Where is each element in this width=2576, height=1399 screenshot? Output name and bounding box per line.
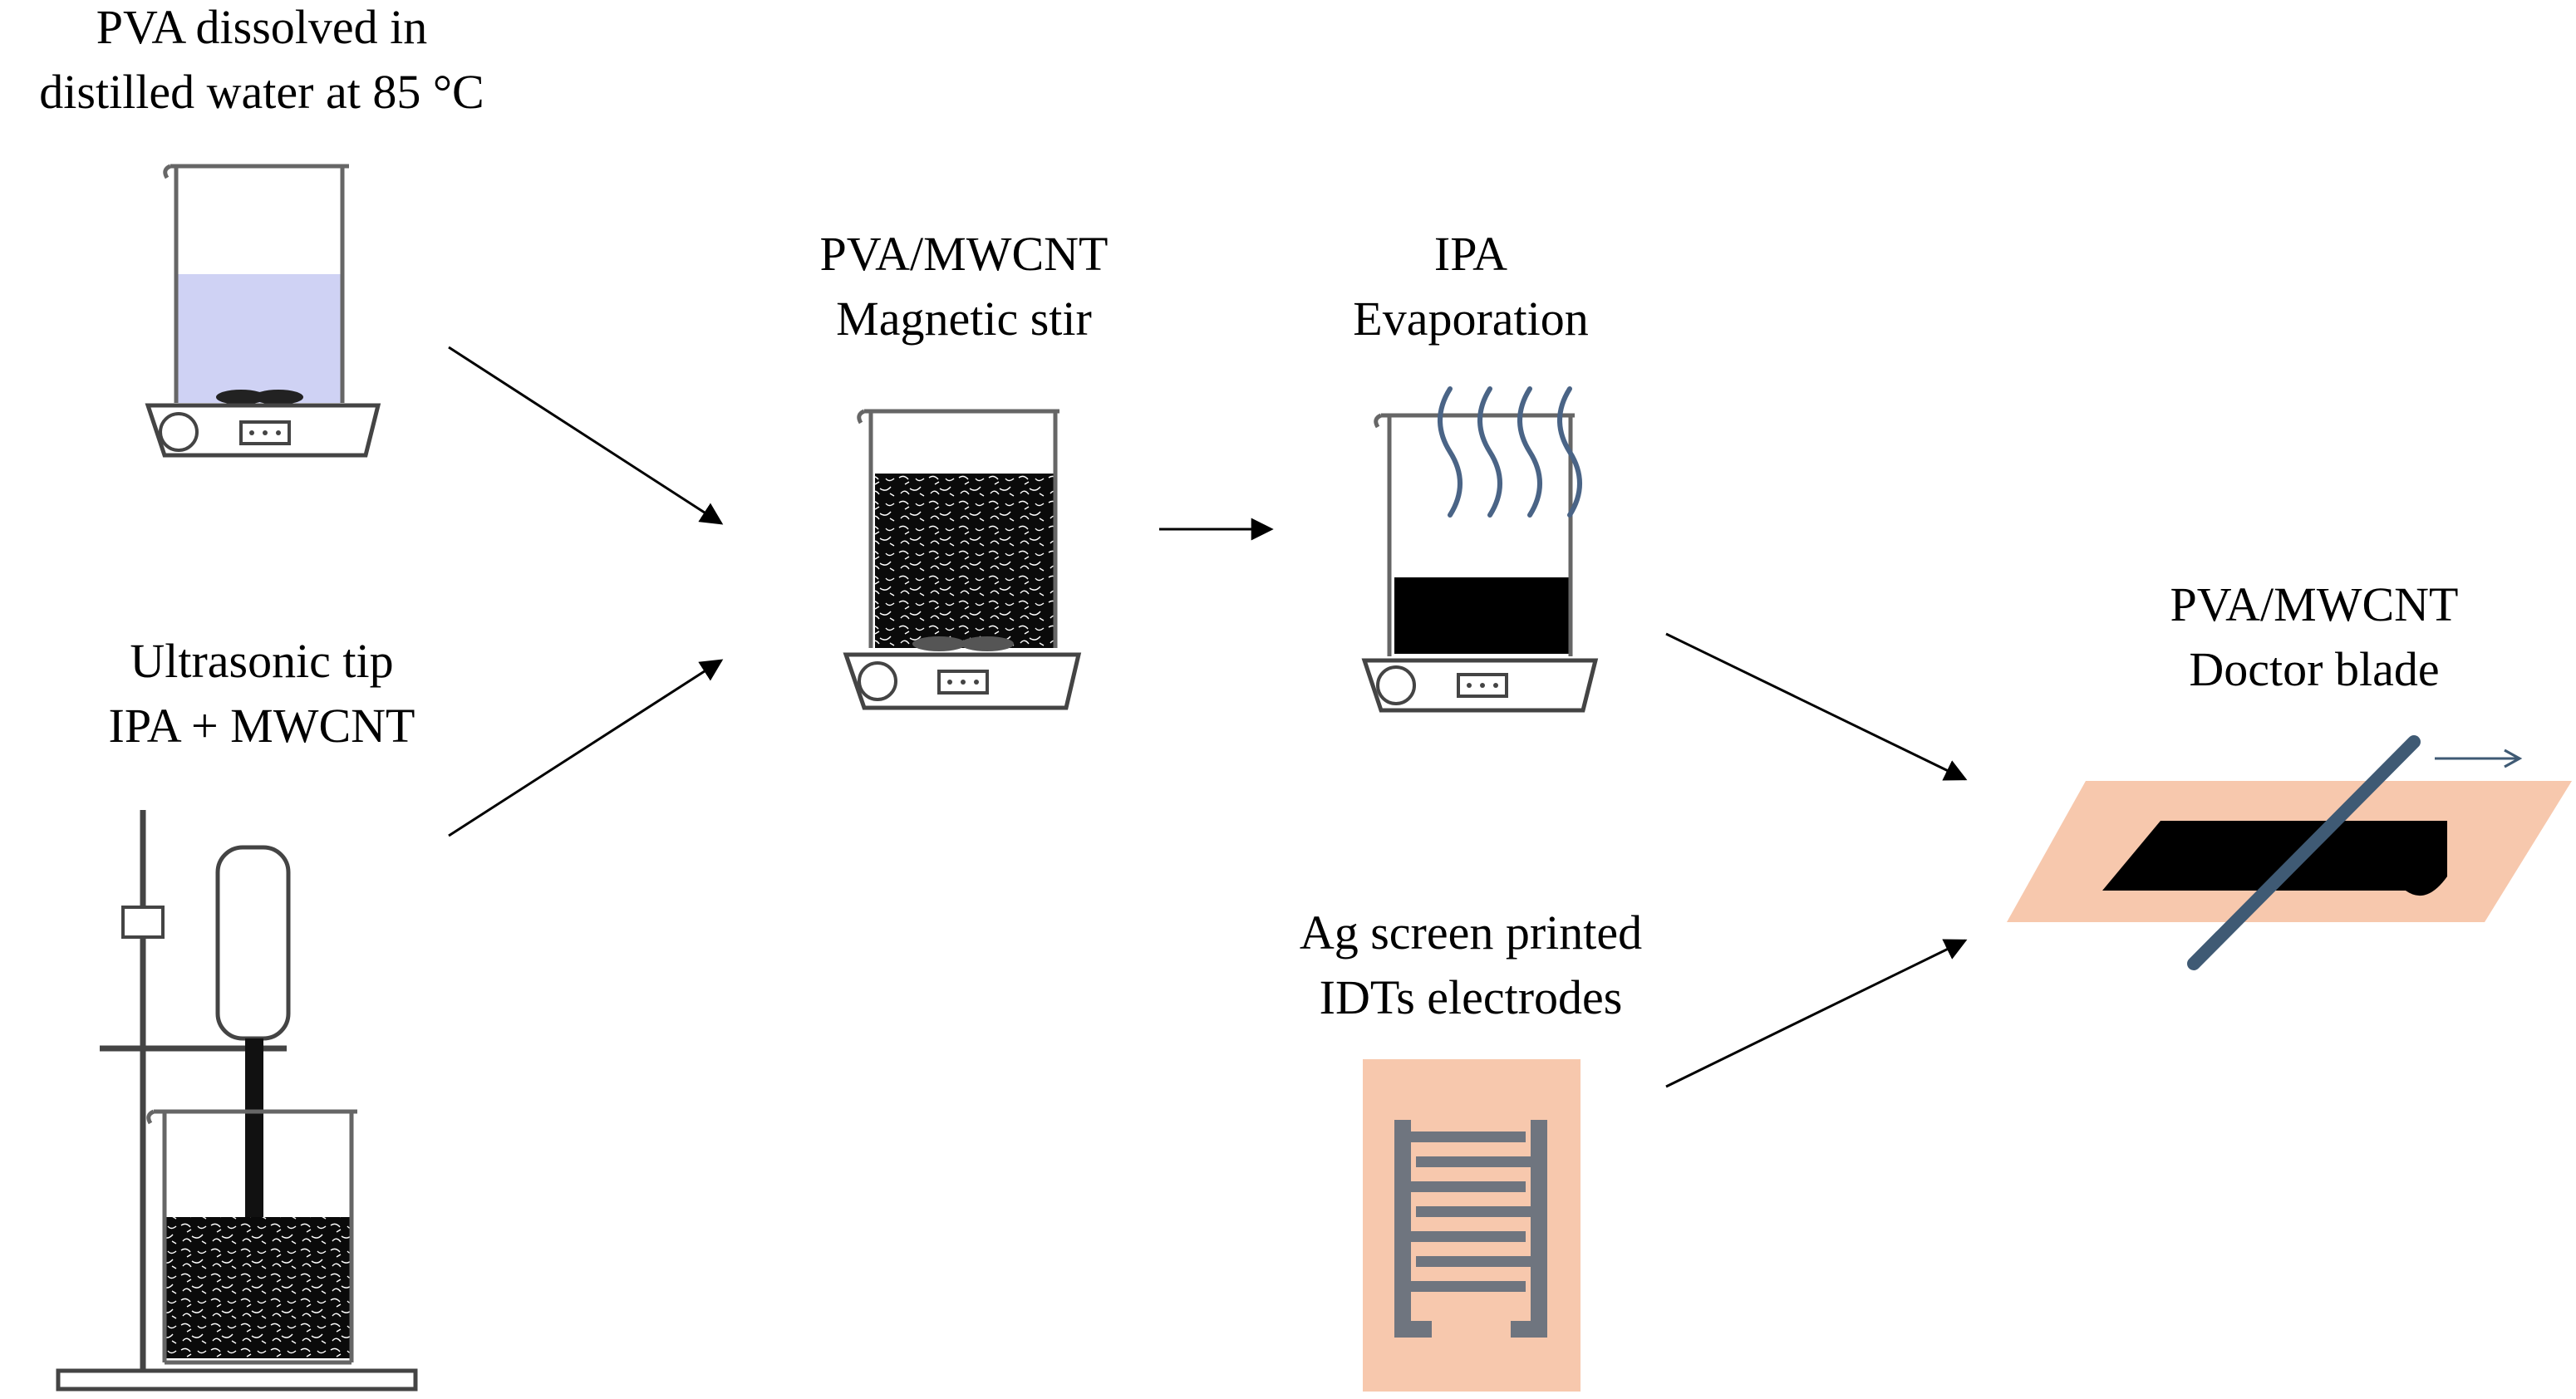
- beaker-outline: [857, 409, 1059, 648]
- label-electrodes-line1: Ag screen printed: [1300, 906, 1642, 960]
- ultrasonic-setup: [56, 810, 418, 1392]
- stir-bar: [216, 390, 266, 405]
- label-ultrasonic-tip: Ultrasonic tip IPA + MWCNT: [109, 634, 415, 753]
- clamp: [121, 906, 165, 939]
- label-magnetic-stir-line2: Magnetic stir: [836, 292, 1092, 346]
- label-doctor-blade-line1: PVA/MWCNT: [2170, 577, 2459, 631]
- label-doctor-blade: PVA/MWCNT Doctor blade: [2170, 577, 2459, 696]
- blade: [2187, 735, 2421, 970]
- coated-film: [2102, 821, 2447, 896]
- stand-base: [56, 1368, 418, 1392]
- label-pva-dissolved-line2: distilled water at 85 °C: [39, 65, 484, 119]
- label-pva-dissolved-line1: PVA dissolved in: [96, 0, 428, 54]
- sonicator-body: [215, 845, 291, 1041]
- label-magnetic-stir: PVA/MWCNT Magnetic stir: [820, 227, 1109, 346]
- hotplate-knob: [858, 661, 897, 701]
- vapor-lines: [1438, 386, 1582, 518]
- pva-mwcnt-mixture: [875, 474, 1054, 648]
- flow-arrows: [448, 346, 1968, 1088]
- doctor-blade-assembly: [2007, 735, 2572, 970]
- stir-bar: [961, 636, 1014, 651]
- arrow-electrodes-to-blade: [1665, 939, 1968, 1088]
- evaporated-mixture: [1394, 577, 1569, 654]
- stir-bar: [253, 390, 303, 405]
- hotplate-knob: [159, 412, 199, 452]
- magnetic-stir-beaker: [843, 409, 1082, 710]
- label-evaporation: IPA Evaporation: [1353, 227, 1588, 346]
- label-electrodes-line2: IDTs electrodes: [1320, 970, 1623, 1024]
- beaker-outline: [163, 164, 349, 403]
- label-ultrasonic-line2: IPA + MWCNT: [109, 699, 415, 753]
- hotplate-knob: [1376, 665, 1416, 705]
- label-pva-dissolved: PVA dissolved in distilled water at 85 °…: [39, 0, 484, 119]
- arrow-ultrasonic-to-stir: [448, 659, 724, 837]
- stir-bar: [912, 636, 966, 651]
- label-ultrasonic-line1: Ultrasonic tip: [130, 634, 393, 688]
- label-electrodes: Ag screen printed IDTs electrodes: [1300, 906, 1642, 1024]
- evaporation-beaker: [1361, 386, 1599, 713]
- pva-solution: [176, 274, 342, 403]
- mwcnt-dispersion: [165, 1217, 351, 1358]
- arrow-pva-to-stir: [448, 346, 724, 525]
- label-magnetic-stir-line1: PVA/MWCNT: [820, 227, 1109, 281]
- label-doctor-blade-line2: Doctor blade: [2189, 642, 2439, 696]
- hotplate-display: [937, 670, 989, 695]
- label-evaporation-line2: Evaporation: [1353, 292, 1588, 346]
- sonicator-tip: [245, 1038, 263, 1246]
- hotplate-display: [239, 420, 291, 445]
- interdigitated-electrode: [1394, 1120, 1547, 1338]
- arrow-evaporation-to-blade: [1665, 632, 1968, 781]
- label-evaporation-line1: IPA: [1434, 227, 1507, 281]
- idt-electrodes: [1363, 1059, 1581, 1392]
- dispersion-beaker-outline: [146, 1109, 357, 1365]
- pva-beaker-hotplate: [145, 164, 381, 458]
